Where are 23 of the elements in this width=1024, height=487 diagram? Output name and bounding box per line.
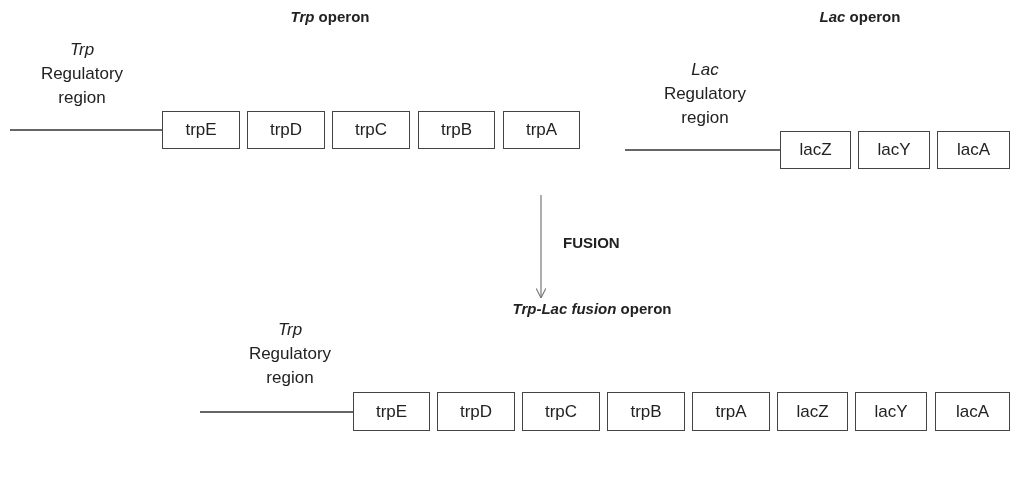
gene-box: trpC	[522, 392, 600, 431]
region-label: Trp Regulatory region	[247, 319, 333, 389]
gene-box: lacZ	[780, 131, 851, 169]
gene-box: lacZ	[777, 392, 848, 431]
gene-box: lacY	[855, 392, 927, 431]
gene-box: trpB	[607, 392, 685, 431]
arrow	[535, 194, 547, 299]
region-label: Trp Regulatory region	[39, 39, 125, 109]
operon-title: Trp-Lac fusion operon	[512, 300, 672, 317]
gene-box: lacY	[858, 131, 930, 169]
region-label: Lac Regulatory region	[662, 59, 748, 129]
gene-box: trpD	[247, 111, 325, 149]
gene-box: trpE	[353, 392, 430, 431]
operon-title: Lac operon	[819, 8, 901, 25]
gene-box: trpE	[162, 111, 240, 149]
gene-box: trpA	[692, 392, 770, 431]
gene-box: trpA	[503, 111, 580, 149]
operon-title: Trp operon	[290, 8, 370, 25]
gene-box: trpC	[332, 111, 410, 149]
gene-box: trpB	[418, 111, 495, 149]
gene-box: trpD	[437, 392, 515, 431]
gene-box: lacA	[935, 392, 1010, 431]
gene-box: lacA	[937, 131, 1010, 169]
